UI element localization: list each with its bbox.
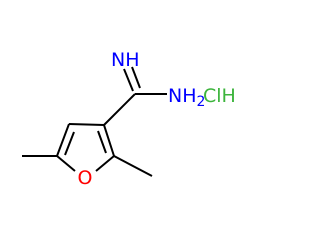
- chemical-structure: NH NH2 ClH O: [22, 49, 236, 189]
- ring-c2-c3-bond: [103, 124, 115, 157]
- ring-c2-c3-double: [97, 130, 107, 154]
- imine-nh-label: NH: [111, 49, 140, 71]
- bond-set: [22, 66, 167, 177]
- amidine-double-bond-b: [131, 66, 141, 89]
- amidine-ring-bond: [103, 93, 136, 126]
- ring-oxygen-label: O: [78, 167, 93, 189]
- amidine-double-bond-a: [123, 68, 134, 92]
- ring-o-c2-bond: [95, 155, 115, 172]
- methyl-c2-bond: [113, 155, 153, 177]
- amine-nh2-label: NH2: [168, 85, 205, 110]
- hydrochloride-label: ClH: [203, 85, 236, 107]
- ring-c4-c5-double: [64, 131, 75, 156]
- ring-c3-c4-bond: [68, 123, 105, 126]
- ring-c5-o-bond: [56, 155, 76, 172]
- ring-c4-c5-bond: [56, 123, 70, 157]
